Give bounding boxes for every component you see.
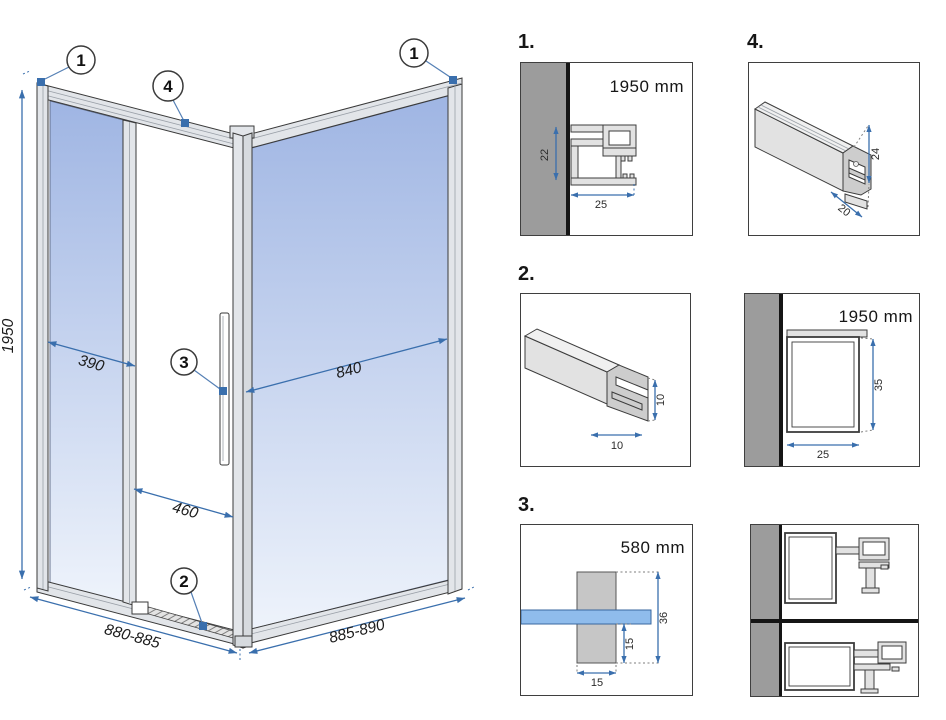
- callout-1-left-circle: [66, 45, 96, 75]
- corner-post-front: [232, 132, 244, 649]
- top-rail-profile-isometric: [754, 101, 872, 210]
- wall-post-left: [36, 82, 49, 592]
- glass-panel-section: [521, 609, 652, 625]
- wall-profile-section: [570, 124, 637, 186]
- callout-2-number: 2: [179, 572, 188, 591]
- corner-profile-upper-section: [784, 532, 890, 604]
- detail-1-dim-width: 25: [570, 184, 635, 211]
- detail-4-drawing: 24 20: [754, 101, 882, 219]
- dim-door: 460: [133, 488, 234, 522]
- callout-2-marker: [199, 622, 207, 630]
- detail-wall-width-value: 25: [817, 449, 829, 461]
- detail-1-label: 1.: [518, 31, 535, 53]
- callout-4: 4: [152, 70, 189, 127]
- detail-3-label: 3.: [518, 494, 535, 516]
- dim-door-value: 460: [170, 499, 200, 522]
- dim-fixed-value: 390: [76, 352, 106, 375]
- wall-edge-line: [566, 63, 570, 235]
- callout-1-left: 1: [37, 45, 96, 86]
- detail-2-height-value: 10: [655, 394, 667, 406]
- detail-4-dim-width: 20: [830, 191, 863, 219]
- detail-4-width-value: 20: [835, 202, 852, 219]
- detail-3-box: 36 15 15 580 mm: [520, 524, 693, 696]
- callout-4-marker: [181, 119, 189, 127]
- wall-edge-line: [779, 525, 782, 696]
- wall-strip: [745, 294, 779, 466]
- callout-4-circle: [152, 70, 184, 102]
- dim-height: 1950: [0, 70, 32, 591]
- detail-3-lower-value: 15: [624, 638, 636, 650]
- callout-4-number: 4: [163, 77, 173, 96]
- top-rail-left-edge: [36, 87, 239, 141]
- detail-3-dim-lower: 15: [621, 623, 636, 664]
- detail-4-dim-height: 24: [853, 124, 882, 208]
- fixed-glass-left: [49, 100, 124, 603]
- wall-profile-square-section: [786, 329, 868, 433]
- wall-strip: [751, 525, 779, 696]
- detail-corner-drawing: [751, 525, 918, 696]
- detail-3-drawing: 36 15 15 580 mm: [521, 538, 685, 689]
- corner-profile-lower-section: [784, 641, 907, 694]
- door-glass-area: [136, 123, 233, 631]
- detail-1-drawing: 22 25 1950 mm: [521, 63, 684, 235]
- detail-3-dim-width: 15: [576, 670, 617, 689]
- panel-divider-line: [751, 619, 918, 623]
- detail-4-box: 24 20: [748, 62, 920, 236]
- detail-2-width-value: 10: [611, 440, 623, 452]
- top-rail-left-edge2: [36, 92, 239, 146]
- detail-2-drawing: 10 10: [523, 328, 667, 452]
- callouts: 1 4 1 3: [37, 38, 457, 630]
- detail-wall-dim-width: 25: [786, 442, 860, 461]
- callout-1-left-number: 1: [76, 51, 85, 70]
- callout-3-circle: [170, 348, 198, 376]
- detail-3-dim-total: 36: [655, 571, 670, 664]
- door-guide-block: [131, 601, 149, 615]
- wall-edge-line: [779, 294, 783, 466]
- detail-1-depth-value: 22: [539, 149, 551, 161]
- detail-wall-box: 35 25 1950 mm: [744, 293, 920, 467]
- callout-1-left-marker: [37, 78, 45, 86]
- detail-3-width-value: 15: [591, 677, 603, 689]
- top-rail-right-edge: [242, 82, 463, 142]
- corner-post-foot: [234, 635, 253, 648]
- detail-wall-length: 1950 mm: [839, 307, 913, 326]
- callout-1-right: 1: [399, 38, 457, 84]
- callout-1-right-number: 1: [409, 44, 418, 63]
- detail-1-box: 22 25 1950 mm: [520, 62, 693, 236]
- dim-side-panel: 840: [245, 338, 448, 393]
- detail-corner-box: [750, 524, 919, 697]
- detail-2-dim-width: 10: [590, 432, 643, 452]
- detail-4-label: 4.: [747, 31, 764, 53]
- detail-wall-drawing: 35 25 1950 mm: [745, 294, 913, 466]
- detail-3-length: 580 mm: [621, 538, 685, 557]
- detail-wall-dim-height: 35: [860, 337, 885, 433]
- detail-wall-height-value: 35: [873, 379, 885, 391]
- detail-3-total-value: 36: [658, 612, 670, 624]
- detail-2-dim-height: 10: [647, 377, 667, 422]
- callout-3-marker: [219, 387, 227, 395]
- detail-1-dim-depth: 22: [539, 126, 559, 181]
- detail-3-witness-lines: [576, 571, 660, 674]
- detail-1-length: 1950 mm: [610, 77, 684, 96]
- dim-fixed-panel: 390: [47, 341, 136, 375]
- detail-4-height-value: 24: [870, 148, 882, 160]
- u-channel-profile-isometric: [523, 328, 649, 422]
- detail-2-box: 10 10: [520, 293, 691, 467]
- callout-3: 3: [170, 348, 227, 395]
- main-figure: 1950 390 840 460 880-885 88: [0, 38, 475, 661]
- detail-2-label: 2.: [518, 263, 535, 285]
- callout-1-right-circle: [399, 38, 429, 68]
- dim-height-value: 1950: [0, 318, 17, 353]
- detail-1-width-value: 25: [595, 199, 607, 211]
- callout-2-circle: [170, 567, 198, 595]
- dim-width-front-value: 880-885: [102, 621, 162, 652]
- dim-panel-value: 840: [334, 359, 364, 382]
- callout-3-number: 3: [179, 353, 188, 372]
- callout-1-right-marker: [449, 76, 457, 84]
- callout-2: 2: [170, 567, 207, 630]
